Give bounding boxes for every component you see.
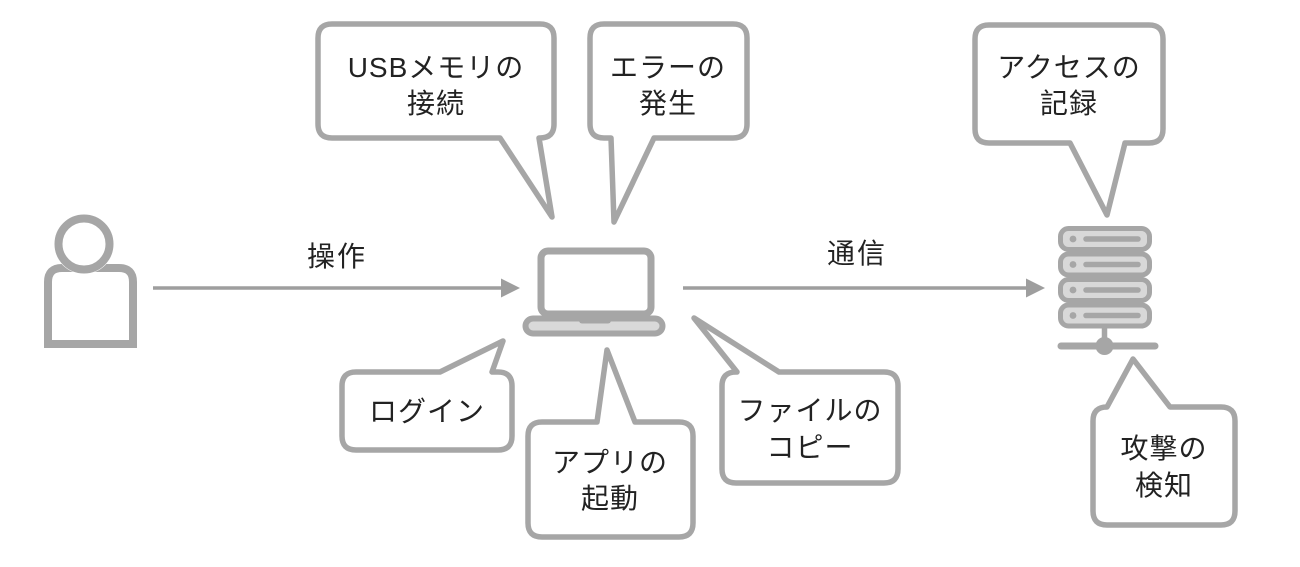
speech-bubble-access-log: アクセスの 記録 <box>972 22 1166 218</box>
bubble-file-line2: コピー <box>766 432 853 463</box>
laptop-icon <box>522 247 666 337</box>
operation-arrow-head <box>501 278 520 298</box>
bubble-app-line1: アプリの <box>552 447 668 478</box>
person-head <box>54 214 114 274</box>
speech-bubble-error: エラーの 発生 <box>587 21 750 225</box>
server-network-node <box>1095 337 1114 355</box>
bubble-outline <box>315 21 557 220</box>
bubble-access-line2: 記録 <box>1040 88 1098 119</box>
person-body <box>44 264 137 348</box>
bubble-outline <box>587 21 750 225</box>
bubble-outline <box>1090 356 1238 528</box>
communication-arrow: 通信 <box>683 238 1045 298</box>
bubble-outline <box>525 347 696 540</box>
communication-arrow-label: 通信 <box>827 238 887 269</box>
bubble-attack-line2: 検知 <box>1135 470 1193 501</box>
person-icon <box>44 214 137 348</box>
bubble-access-line1: アクセスの <box>997 52 1141 83</box>
speech-bubble-app-launch: アプリの 起動 <box>525 347 696 540</box>
bubble-usb-line1: USBメモリの <box>348 52 525 83</box>
bubble-attack-line1: 攻撃の <box>1120 433 1207 464</box>
server-led <box>1069 286 1077 294</box>
bubble-file-line1: ファイルの <box>737 395 882 426</box>
server-led <box>1069 261 1077 268</box>
speech-bubble-attack-detect: 攻撃の 検知 <box>1090 356 1238 528</box>
operation-arrow: 操作 <box>153 241 520 298</box>
bubble-outline <box>972 22 1166 218</box>
bubble-login-line1: ログイン <box>369 396 485 427</box>
server-icon <box>1057 226 1159 355</box>
bubble-error-line1: エラーの <box>610 52 726 83</box>
laptop-base-notch <box>579 315 611 324</box>
bubble-outline <box>691 315 901 486</box>
bubble-usb-line2: 接続 <box>407 88 465 119</box>
speech-bubble-login: ログイン <box>339 338 515 453</box>
speech-bubble-usb-connect: USBメモリの 接続 <box>315 21 557 220</box>
communication-arrow-head <box>1026 278 1045 298</box>
server-led <box>1069 312 1077 319</box>
laptop-screen <box>537 247 655 318</box>
server-led <box>1069 235 1077 243</box>
operation-arrow-label: 操作 <box>307 241 367 272</box>
bubble-outline <box>339 338 515 453</box>
speech-bubble-file-copy: ファイルの コピー <box>691 315 901 486</box>
bubble-app-line2: 起動 <box>581 483 639 514</box>
bubble-error-line2: 発生 <box>639 88 697 119</box>
